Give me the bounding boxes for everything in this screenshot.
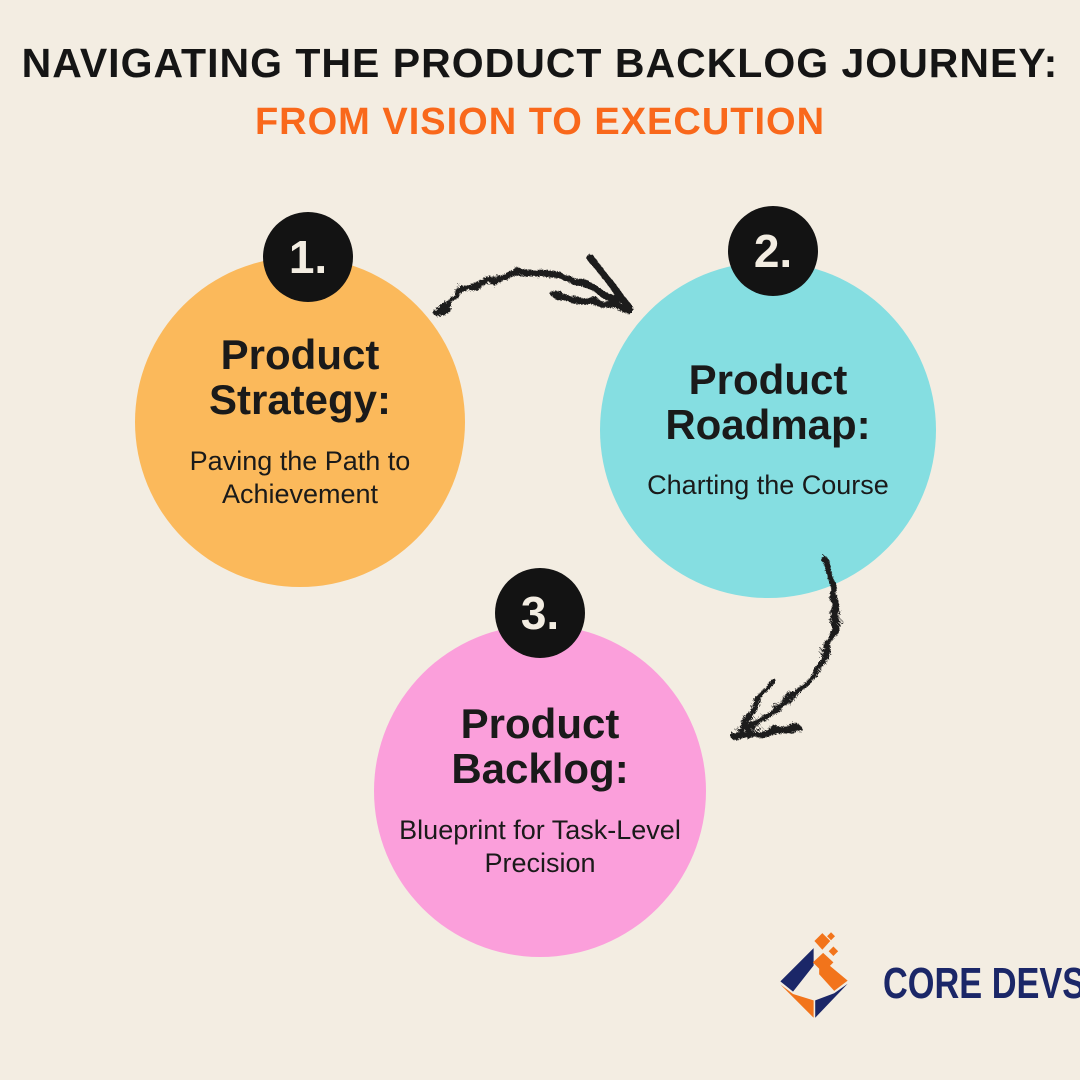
step-1-subtitle: Paving the Path to Achievement	[189, 446, 411, 509]
step-3-title: Product Backlog:	[451, 700, 629, 793]
step-2-title: Product Roadmap:	[665, 355, 871, 448]
header: NAVIGATING THE PRODUCT BACKLOG JOURNEY: …	[0, 0, 1080, 144]
step-2-number: 2.	[753, 225, 793, 277]
step-3-number-badge: 3.	[495, 568, 585, 658]
page-subtitle: FROM VISION TO EXECUTION	[254, 101, 826, 143]
brand-logo: CORE DEVS	[778, 912, 1080, 1042]
step-1-title: Product Strategy:	[208, 331, 392, 424]
step-2-subtitle: Charting the Course	[647, 470, 889, 501]
curved-arrow-right-icon	[433, 255, 631, 317]
step-3-subtitle: Blueprint for Task-Level Precision	[399, 815, 681, 878]
page-title: NAVIGATING THE PRODUCT BACKLOG JOURNEY:	[21, 40, 1059, 86]
step-3-number: 3.	[520, 587, 560, 639]
step-3-circle: Product Backlog: Blueprint for Task-Leve…	[374, 625, 706, 957]
step-1-circle: Product Strategy: Paving the Path to Ach…	[135, 257, 465, 587]
core-devs-cube-icon	[780, 932, 848, 1018]
step-2-circle: Product Roadmap: Charting the Course	[600, 262, 936, 598]
step-1-number: 1.	[288, 231, 328, 283]
step-1-number-badge: 1.	[263, 212, 353, 302]
step-2-number-badge: 2.	[728, 206, 818, 296]
brand-name: CORE DEVS	[883, 959, 1080, 1008]
